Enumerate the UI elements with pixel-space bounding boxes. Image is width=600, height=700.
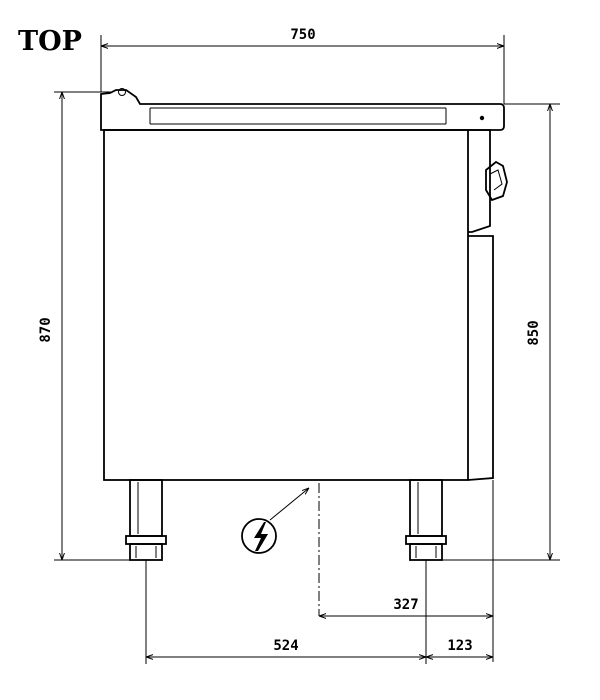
- dimension-label-123: 123: [447, 638, 472, 654]
- dimension-right-height: 850: [442, 103, 560, 561]
- dimension-left-height: 870: [38, 91, 130, 561]
- foot-left: [125, 479, 167, 561]
- dimension-label-width: 750: [290, 27, 315, 43]
- dimension-leg-offset: 123: [426, 638, 493, 657]
- control-knob: [485, 160, 508, 202]
- dimension-connection-offset: 327: [319, 480, 494, 662]
- view-label: TOP: [18, 26, 82, 57]
- foot-right: [405, 479, 447, 561]
- dimension-label-height-left: 870: [38, 317, 54, 342]
- dimension-label-524: 524: [273, 638, 298, 654]
- electrical-connection-marker: [241, 483, 320, 616]
- dimension-label-327: 327: [393, 597, 418, 613]
- dimension-leg-spacing: 524: [145, 560, 427, 664]
- dimension-label-height-right: 850: [526, 320, 542, 345]
- worktop: [100, 88, 505, 131]
- cabinet-body: [103, 129, 508, 481]
- lightning-bolt-icon: [254, 522, 268, 551]
- dimension-overall-width: 750: [100, 27, 505, 104]
